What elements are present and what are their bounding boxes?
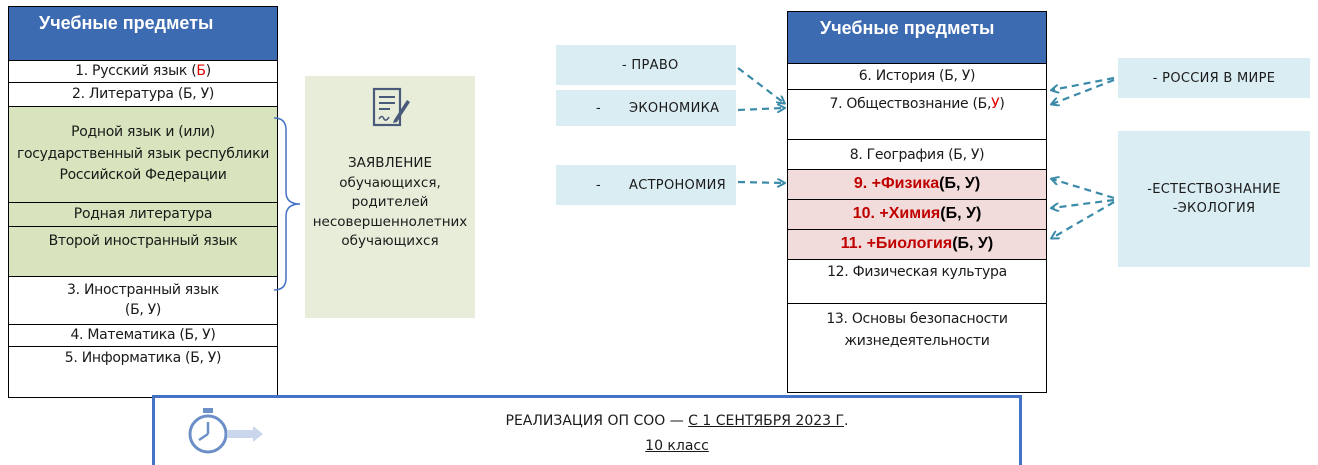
banner-title-prefix: РЕАЛИЗАЦИЯ ОП СОО — [505,413,689,429]
banner-date: С 1 СЕНТЯБРЯ 2023 Г [688,413,845,429]
box-natural-science: -ЕСТЕСТВОЗНАНИЕ -ЭКОЛОГИЯ [1118,131,1310,267]
subject-native-literature: Родная литература [9,203,277,227]
box-law: - ПРАВО [556,45,736,85]
ecology-line: -ЭКОЛОГИЯ [1172,201,1256,216]
subject-russian: 1. Русский язык (Б) [9,61,277,83]
foreign-language-line-2: (Б, У) [124,301,162,318]
subject-russian-level: Б [196,62,206,79]
native-language-line-3: Российской Федерации [59,167,227,184]
statement-line-5: обучающихся [341,233,439,250]
subject-history: 6. История (Б, У) [788,64,1046,90]
arrow-astronomy-to-physics [737,182,784,183]
banner-grade: 10 класс [427,438,927,454]
implementation-banner: РЕАЛИЗАЦИЯ ОП СОО — С 1 СЕНТЯБРЯ 2023 Г.… [152,395,1022,465]
right-table-header: Учебные предметы [788,12,1046,64]
arrow-russia-to-social [1052,78,1115,104]
banner-grade-label: 10 класс [645,438,709,454]
physics-label: 9. +Физика [853,175,940,193]
document-edit-icon [372,87,410,127]
natural-science-line: -ЕСТЕСТВОЗНАНИЕ [1147,181,1281,197]
subject-chemistry: 10. +Химия (Б, У) [788,200,1046,230]
native-language-line-2: государственный язык республики [16,145,270,162]
statement-line-4: несовершеннолетних [312,213,468,230]
social-studies-label: 7. Обществознание (Б, [829,96,992,112]
arrow-economics-to-social [737,108,784,110]
arrow-nature-to-chemistry [1052,198,1115,208]
astronomy-dash: - [596,177,601,193]
statement-box: ЗАЯВЛЕНИЕ обучающихся, родителей несовер… [305,76,475,318]
safety-line-1: 13. Основы безопасности [826,311,1008,327]
economics-label: ЭКОНОМИКА [629,100,720,116]
subject-geography: 8. География (Б, У) [788,140,1046,170]
subject-math: 4. Математика (Б, У) [9,325,277,347]
subject-second-foreign-language: Второй иностранный язык [9,227,277,277]
statement-line-2: обучающихся, [339,174,441,191]
subject-literature: 2. Литература (Б, У) [9,83,277,107]
chemistry-label: 10. +Химия [852,205,941,223]
left-subjects-table: Учебные предметы 1. Русский язык (Б) 2. … [8,6,278,398]
arrow-law-to-social [737,67,784,103]
left-table-header: Учебные предметы [9,7,277,61]
banner-title: РЕАЛИЗАЦИЯ ОП СОО — С 1 СЕНТЯБРЯ 2023 Г. [427,413,927,429]
social-studies-level: У [991,96,1000,112]
subject-physics: 9. +Физика (Б, У) [788,170,1046,200]
subject-russian-close: ) [205,62,211,79]
subject-native-language: Родной язык и (или) государственный язык… [9,107,277,203]
economics-dash: - [596,100,601,116]
social-studies-close: ) [999,96,1005,112]
right-subjects-table: Учебные предметы 6. История (Б, У) 7. Об… [787,11,1047,393]
biology-label: 11. +Биология [840,235,953,253]
subject-pe: 12. Физическая культура [788,260,1046,304]
stopwatch-icon [188,408,263,454]
banner-title-dot: . [844,413,849,429]
subject-informatics: 5. Информатика (Б, У) [64,350,222,367]
arrow-russia-to-history [1052,76,1115,90]
box-russia-in-world: - РОССИЯ В МИРЕ [1118,58,1310,98]
box-economics: - ЭКОНОМИКА [556,90,736,126]
astronomy-label: АСТРОНОМИЯ [629,177,726,193]
subject-russian-label: 1. Русский язык ( [75,62,197,79]
statement-line-1: ЗАЯВЛЕНИЕ [348,155,432,171]
arrow-nature-to-biology [1052,201,1115,238]
safety-line-2: жизнедеятельности [844,333,990,350]
subject-biology: 11. +Биология (Б, У) [788,230,1046,260]
biology-level: (Б, У) [952,235,994,253]
subject-social-studies: 7. Обществознание (Б, У) [788,90,1046,140]
subject-safety: 13. Основы безопасности жизнедеятельност… [788,304,1046,360]
native-language-line-1: Родной язык и (или) [71,123,215,140]
physics-level: (Б, У) [939,175,981,193]
curly-brace [273,117,301,291]
statement-line-3: родителей [351,194,429,211]
arrow-nature-to-physics [1052,179,1115,200]
box-astronomy: - АСТРОНОМИЯ [556,165,736,205]
chemistry-level: (Б, У) [940,205,982,223]
subject-foreign-language: 3. Иностранный язык (Б, У) [9,277,277,325]
foreign-language-line-1: 3. Иностранный язык [67,281,219,298]
